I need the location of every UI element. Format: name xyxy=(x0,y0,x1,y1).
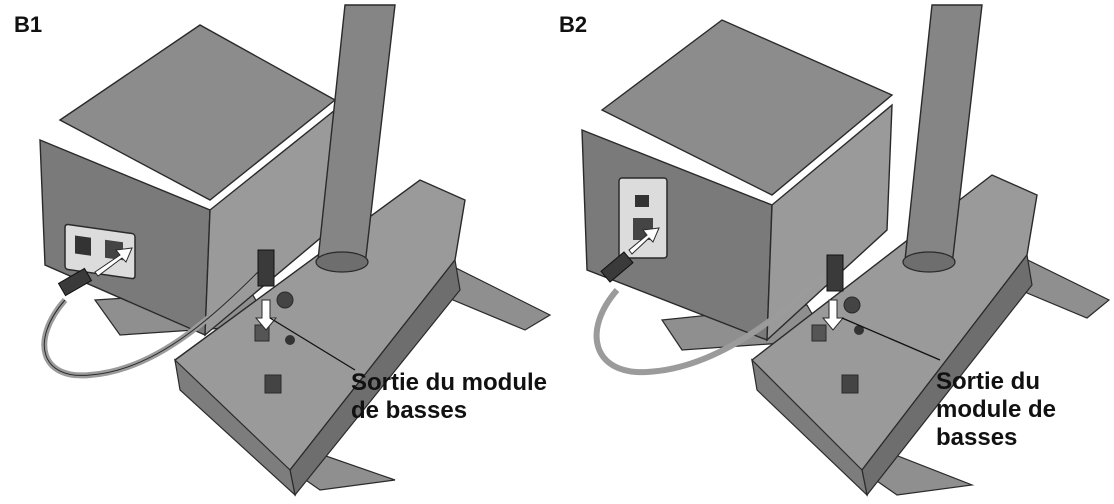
insert-arrow-icon xyxy=(628,227,660,255)
callout-text: Sortie du module de basses xyxy=(936,368,1056,452)
insert-arrow-icon xyxy=(94,247,133,277)
stand-base-front xyxy=(174,358,296,497)
stand-base-front xyxy=(751,358,868,497)
xlr-jack-icon xyxy=(276,291,294,309)
callout-leader xyxy=(269,317,356,371)
callout-text: Sortie du module de basses xyxy=(351,369,547,425)
bass-cable xyxy=(593,262,838,376)
speaker-top xyxy=(600,19,894,196)
b2-illustration xyxy=(581,4,1111,497)
panel-label: B2 xyxy=(559,12,588,37)
speaker-right-face xyxy=(766,103,893,342)
callout-line: Sortie du xyxy=(936,368,1041,395)
insert-arrow-down-icon xyxy=(821,299,845,331)
panel-b1: B1 Sortie du module de basses xyxy=(14,4,552,497)
cable-plug-icon xyxy=(600,251,634,283)
panel-b2: B2 Sortie du module de basses xyxy=(557,0,1114,504)
xlr-jack-icon xyxy=(843,296,861,314)
cable-plug-icon xyxy=(57,267,93,297)
callout-leader xyxy=(841,317,941,361)
callout-line: de basses xyxy=(351,397,468,424)
insert-arrow-down-icon xyxy=(254,299,278,331)
panel-label: B1 xyxy=(14,12,43,37)
callout-line: module de xyxy=(936,396,1057,423)
b1-illustration xyxy=(39,4,552,497)
callout-line: Sortie du module xyxy=(351,369,548,396)
callout-line: basses xyxy=(936,424,1018,451)
